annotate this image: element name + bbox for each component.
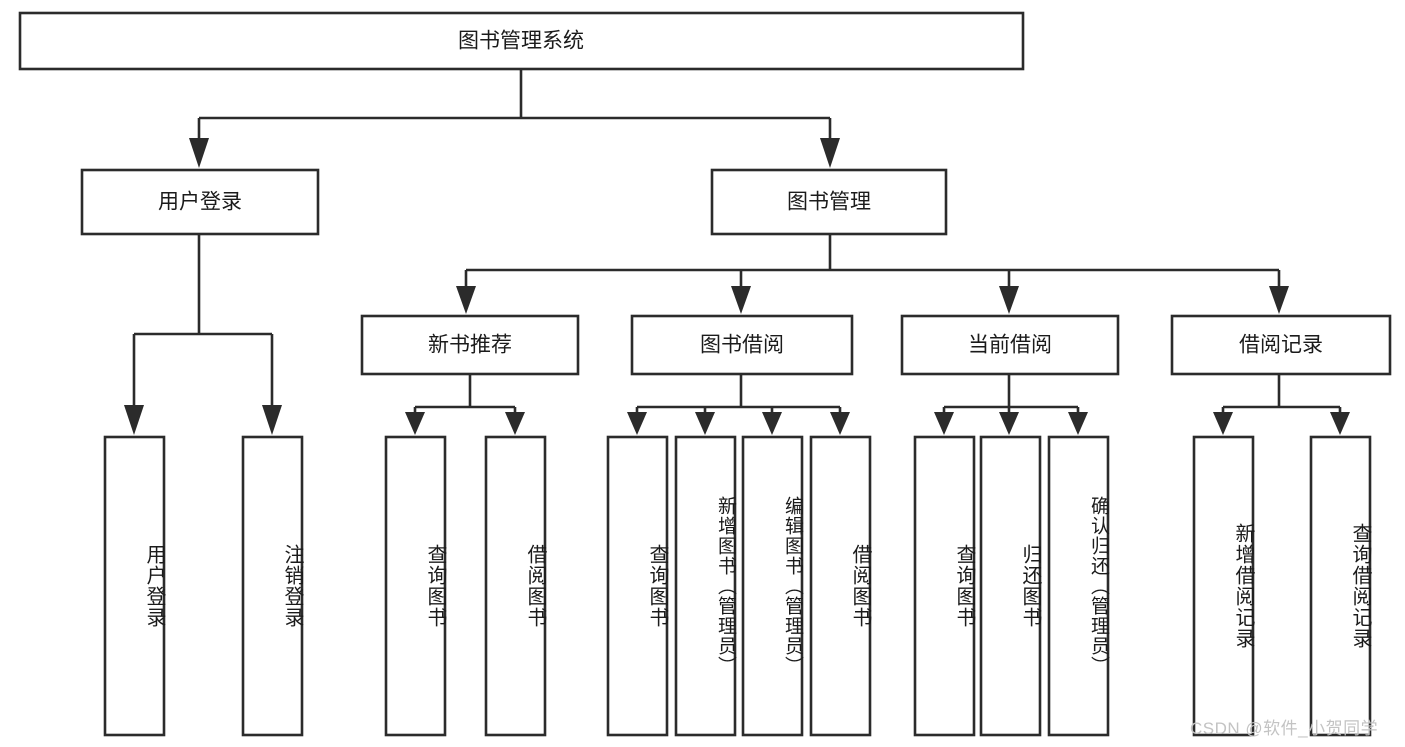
connector-group-book-manage (456, 234, 1289, 314)
leaf-box-current-borrow-0[interactable] (913, 435, 976, 737)
leaf-box-book-borrow-0[interactable] (606, 435, 669, 737)
leaf-box-current-borrow-2[interactable] (1047, 435, 1110, 737)
node-root-system[interactable]: 图书管理系统 (18, 11, 1025, 71)
arrow-head-borrowrecord-2 (1330, 412, 1350, 435)
leaf-box-current-borrow-1[interactable] (979, 435, 1042, 737)
node-box-current-borrow[interactable] (900, 314, 1120, 376)
arrow-head-bookmanage-1 (456, 286, 476, 314)
node-box-book-borrow[interactable] (630, 314, 854, 376)
node-book-manage[interactable]: 图书管理 (710, 168, 948, 236)
csdn-watermark: CSDN @软件_小贺同学 (1190, 719, 1379, 738)
node-label-root: 图书管理系统 (458, 30, 584, 53)
arrow-head-currentborrow-2 (999, 412, 1019, 435)
arrow-head-bookborrow-4 (830, 412, 850, 435)
arrow-head-root-1 (189, 138, 209, 168)
arrow-head-newbook-1 (405, 412, 425, 435)
connector-group-root (189, 69, 840, 168)
arrow-head-currentborrow-1 (934, 412, 954, 435)
connector-group-borrow-record (1213, 374, 1350, 435)
connector-group-user-login (124, 234, 282, 435)
node-new-book-recommend[interactable]: 新书推荐 (360, 314, 580, 376)
node-box-book-manage[interactable] (710, 168, 948, 236)
node-current-borrow[interactable]: 当前借阅 (900, 314, 1120, 376)
node-box-new-book-recommend[interactable] (360, 314, 580, 376)
arrow-head-borrowrecord-1 (1213, 412, 1233, 435)
arrow-head-userlogin-2 (262, 405, 282, 435)
connector-group-new-book (405, 374, 525, 435)
leaf-box-user-login-1[interactable] (241, 435, 304, 737)
leaf-box-book-borrow-1[interactable] (674, 435, 737, 737)
arrow-head-newbook-2 (505, 412, 525, 435)
leaf-box-book-borrow-2[interactable] (741, 435, 804, 737)
leaf-box-new-book-1[interactable] (484, 435, 547, 737)
leaf-box-new-book-0[interactable] (384, 435, 447, 737)
node-box-user-login[interactable] (80, 168, 320, 236)
connector-group-current-borrow (934, 374, 1088, 435)
node-box-root[interactable] (18, 11, 1025, 71)
node-label-current-borrow: 当前借阅 (968, 334, 1052, 357)
arrow-head-root-2 (820, 138, 840, 168)
arrow-head-bookborrow-3 (762, 412, 782, 435)
node-user-login[interactable]: 用户登录 (80, 168, 320, 236)
arrow-head-userlogin-1 (124, 405, 144, 435)
arrow-head-bookmanage-4 (1269, 286, 1289, 314)
leaf-box-user-login-0[interactable] (103, 435, 166, 737)
leaf-box-borrow-record-0[interactable] (1192, 435, 1255, 737)
node-label-user-login: 用户登录 (158, 191, 242, 214)
arrow-head-bookmanage-2 (731, 286, 751, 314)
arrow-head-bookmanage-3 (999, 286, 1019, 314)
leaf-box-book-borrow-3[interactable] (809, 435, 872, 737)
node-box-borrow-record[interactable] (1170, 314, 1392, 376)
node-label-borrow-record: 借阅记录 (1239, 334, 1323, 357)
leaf-box-borrow-record-1[interactable] (1309, 435, 1372, 737)
node-label-new-book-recommend: 新书推荐 (428, 334, 512, 357)
connector-group-book-borrow (627, 374, 850, 435)
node-borrow-record[interactable]: 借阅记录 (1170, 314, 1392, 376)
node-label-book-borrow: 图书借阅 (700, 334, 784, 357)
arrow-head-bookborrow-2 (695, 412, 715, 435)
arrow-head-bookborrow-1 (627, 412, 647, 435)
node-label-book-manage: 图书管理 (787, 191, 871, 214)
node-book-borrow[interactable]: 图书借阅 (630, 314, 854, 376)
arrow-head-currentborrow-3 (1068, 412, 1088, 435)
